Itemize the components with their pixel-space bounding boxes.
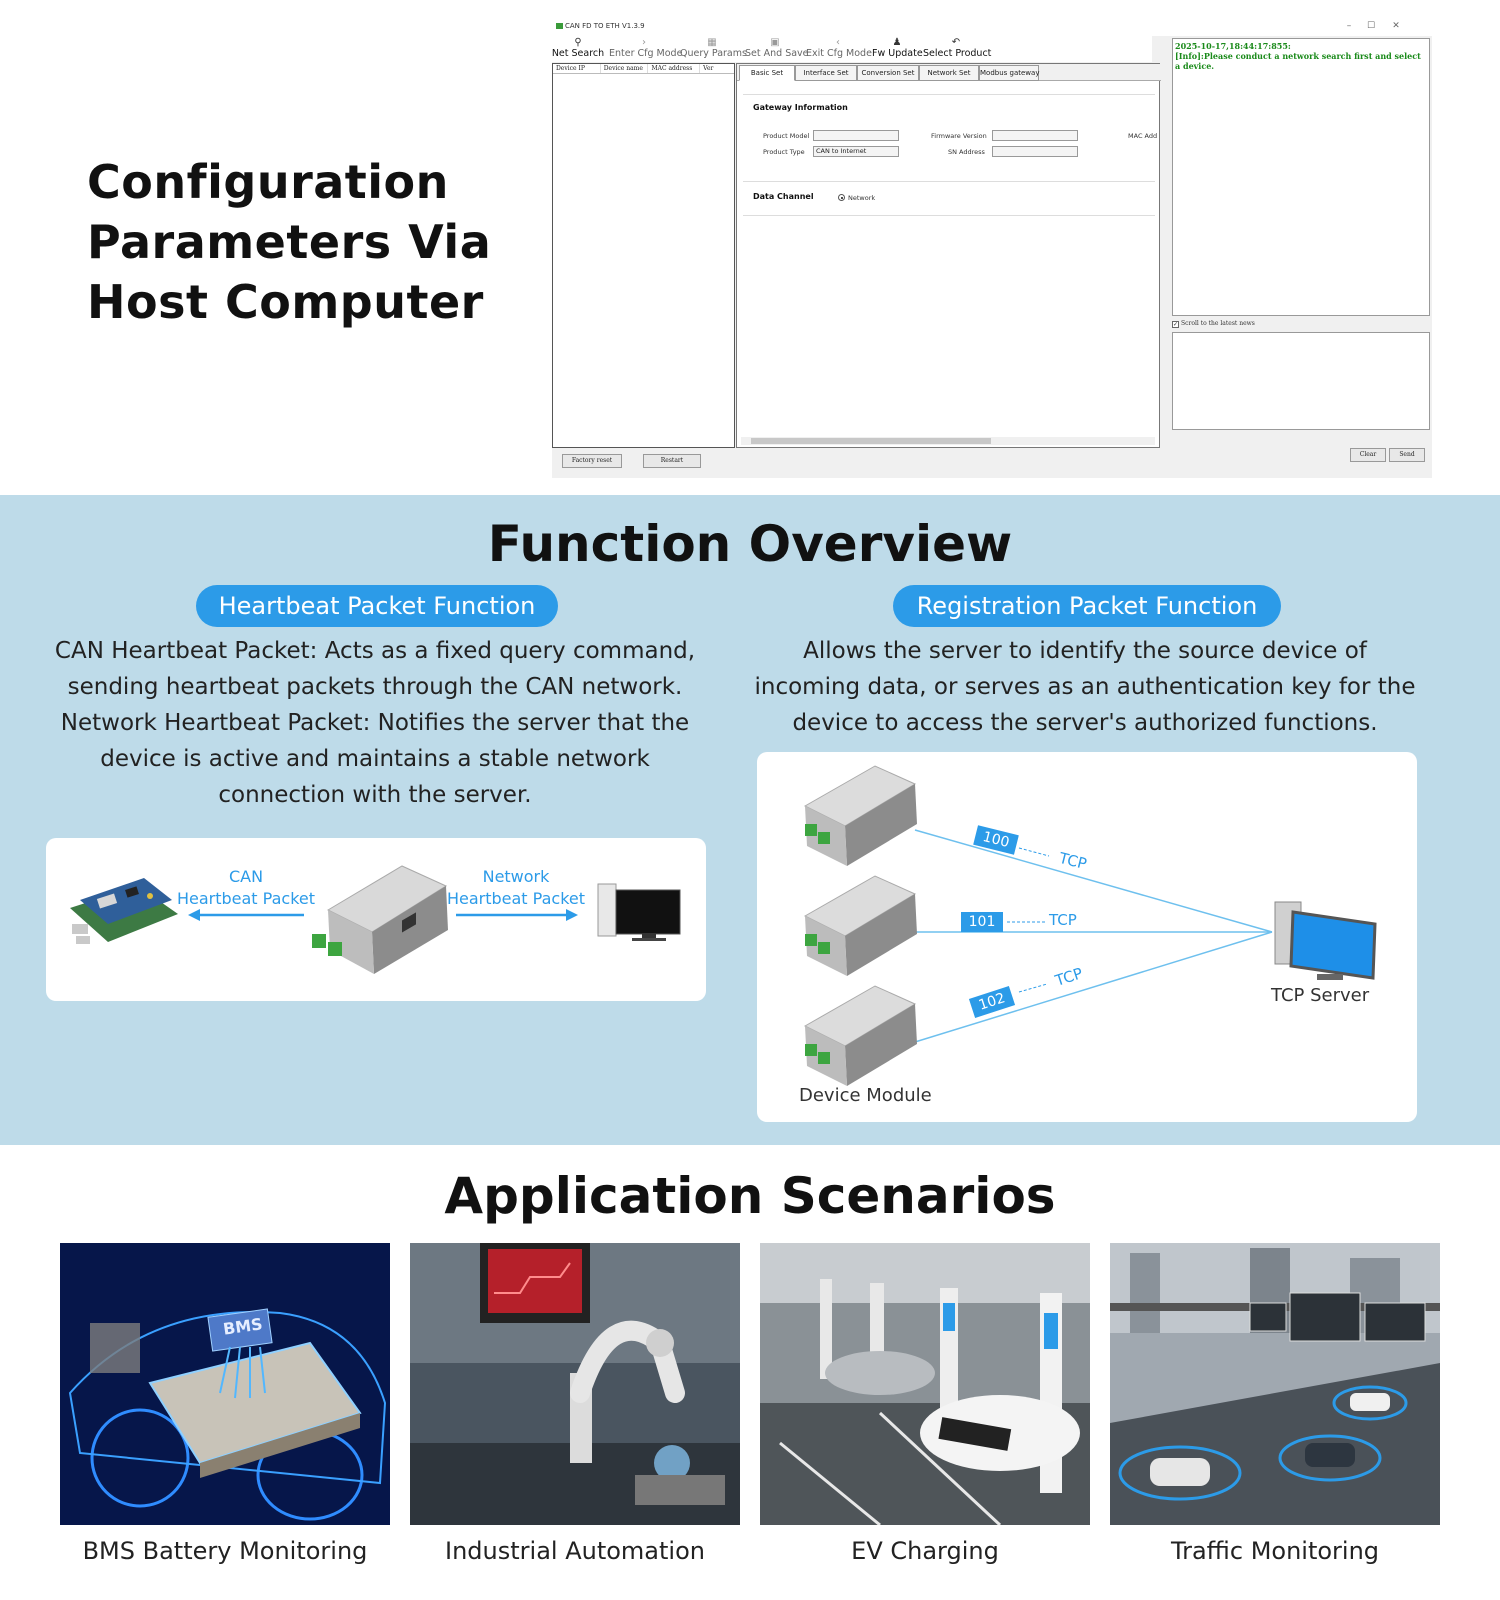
product-type-field[interactable]: CAN to Internet [813,146,899,157]
computer-icon [597,883,681,941]
tab-network-set[interactable]: Network Set [919,65,979,81]
chevron-left-icon: ‹ [836,37,840,48]
ev-charging-illustration [760,1243,1090,1525]
firmware-version-field[interactable] [992,130,1078,141]
registration-description: Allows the server to identify the source… [754,638,1416,736]
minimize-icon[interactable]: – [1346,21,1352,31]
heartbeat-description: CAN Heartbeat Packet: Acts as a fixed qu… [54,638,696,808]
scrollbar-thumb[interactable] [751,438,991,444]
close-icon[interactable]: ✕ [1392,21,1400,31]
heartbeat-diagram-graphic [70,865,681,974]
column-device-name[interactable]: Device name [601,64,649,73]
scenario-caption-industrial: Industrial Automation [445,1537,705,1565]
select-product-button[interactable]: ↶Select Product [923,37,992,59]
search-icon: ⚲ [574,37,582,48]
function-overview-title: Function Overview [487,515,1013,573]
window-title: CAN FD TO ETH V1.3.9 [565,22,645,30]
registration-pill: Registration Packet Function [893,585,1281,627]
application-scenarios-section: Application Scenarios BMS [0,1145,1500,1600]
can-heartbeat-label: CAN Heartbeat Packet [176,867,316,908]
ev-charging-image [760,1243,1090,1525]
mac-address-label: MAC Add [1128,132,1158,140]
log-output: 2025-10-17,18:44:17:855: [Info]:Please c… [1172,38,1430,316]
device-list[interactable]: Device IP Device name MAC address Ver [552,63,735,448]
device-module-icons [803,765,917,1086]
heartbeat-pill: Heartbeat Packet Function [196,585,558,627]
host-computer-window: CAN FD TO ETH V1.3.9 – ☐ ✕ ⚲Net Search ›… [552,18,1432,478]
app-logo-icon [556,23,563,29]
registration-diagram: 100 TCP 101 TCP 102 TCP TCP Server Devic… [757,752,1417,1122]
industrial-automation-image [410,1243,740,1525]
exit-cfg-mode-button[interactable]: ‹Exit Cfg Mode [806,37,872,59]
send-button[interactable]: Send [1389,448,1425,462]
tab-conversion-set[interactable]: Conversion Set [857,65,919,81]
settings-tabs: Basic Set Interface Set Conversion Set N… [737,64,1161,81]
scenario-caption-bms: BMS Battery Monitoring [82,1537,368,1565]
log-message: [Info]:Please conduct a network search f… [1175,51,1421,71]
application-scenarios-title: Application Scenarios [444,1167,1056,1225]
product-model-field[interactable] [813,130,899,141]
tag-101: 101 [961,912,1003,932]
maximize-icon[interactable]: ☐ [1366,21,1376,31]
column-mac-address[interactable]: MAC address [648,64,701,73]
gateway-device-icon [312,865,448,974]
bms-car-illustration [60,1243,390,1525]
tcp-server-label: TCP Server [1271,985,1370,1006]
factory-reset-button[interactable]: Factory reset [562,454,622,468]
chevron-right-icon: › [642,37,646,48]
log-timestamp: 2025-10-17,18:44:17:855: [1175,41,1291,51]
device-list-header: Device IP Device name MAC address Ver [553,64,734,74]
toolbar: ⚲Net Search ›Enter Cfg Mode ▦Query Param… [552,36,1152,62]
column-device-ip[interactable]: Device IP [553,64,601,73]
restart-button[interactable]: Restart [643,454,701,468]
tab-modbus-gateway[interactable]: Modbus gateway [979,65,1039,81]
window-titlebar: CAN FD TO ETH V1.3.9 – ☐ ✕ [552,18,1432,36]
product-model-label: Product Model [763,132,810,140]
heartbeat-diagram: CAN Heartbeat Packet Network Heartbeat P… [46,838,706,1001]
fw-update-button[interactable]: ♟Fw Update [872,37,923,59]
network-option-label: Network [848,194,876,202]
device-module-label: Device Module [799,1085,932,1106]
settings-panel: Basic Set Interface Set Conversion Set N… [736,63,1161,448]
registration-diagram-graphic [803,765,1377,1086]
product-type-label: Product Type [763,148,805,156]
tab-basic-set[interactable]: Basic Set [739,65,795,81]
bms-battery-image: BMS [60,1243,390,1525]
raspberry-pi-icon [70,878,178,944]
save-icon: ▣ [770,37,780,48]
network-heartbeat-label: Network Heartbeat Packet [446,867,586,908]
gateway-information-title: Gateway Information [753,103,848,112]
gateway-information-group: Gateway Information Product Model Produc… [743,94,1158,182]
send-input[interactable] [1172,332,1430,430]
tcp-label-2: TCP [1049,911,1077,929]
column-ver[interactable]: Ver [703,65,714,72]
bell-icon: ♟ [892,37,902,48]
scenario-caption-ev: EV Charging [851,1537,999,1565]
data-channel-group: Data Channel Network [743,188,1155,216]
robot-arm-illustration [410,1243,740,1525]
net-search-button[interactable]: ⚲Net Search [549,37,607,59]
query-params-button[interactable]: ▦Query Params [680,37,747,59]
firmware-version-label: Firmware Version [931,132,987,140]
traffic-illustration [1110,1243,1440,1525]
config-section: Configuration Parameters Via Host Comput… [0,0,1500,495]
set-and-save-button[interactable]: ▣Set And Save [745,37,809,59]
data-channel-title: Data Channel [753,192,814,201]
checkbox-checked-icon: ✓ [1172,321,1179,328]
config-title: Configuration Parameters Via Host Comput… [87,155,492,329]
function-overview-section: Function Overview Heartbeat Packet Funct… [0,495,1500,1145]
traffic-monitoring-image [1110,1243,1440,1525]
undo-icon: ↶ [951,37,961,48]
enter-cfg-mode-button[interactable]: ›Enter Cfg Mode [609,37,683,59]
sn-address-field[interactable] [992,146,1078,157]
scenario-caption-traffic: Traffic Monitoring [1170,1537,1380,1565]
clear-button[interactable]: Clear [1350,448,1386,462]
horizontal-scrollbar[interactable] [741,437,1155,445]
scroll-latest-checkbox[interactable]: ✓Scroll to the latest news [1172,320,1255,328]
grid-icon: ▦ [707,37,717,48]
network-radio[interactable] [838,194,845,201]
tab-interface-set[interactable]: Interface Set [795,65,857,81]
tcp-server-icon [1274,901,1377,980]
sn-address-label: SN Address [948,148,985,156]
